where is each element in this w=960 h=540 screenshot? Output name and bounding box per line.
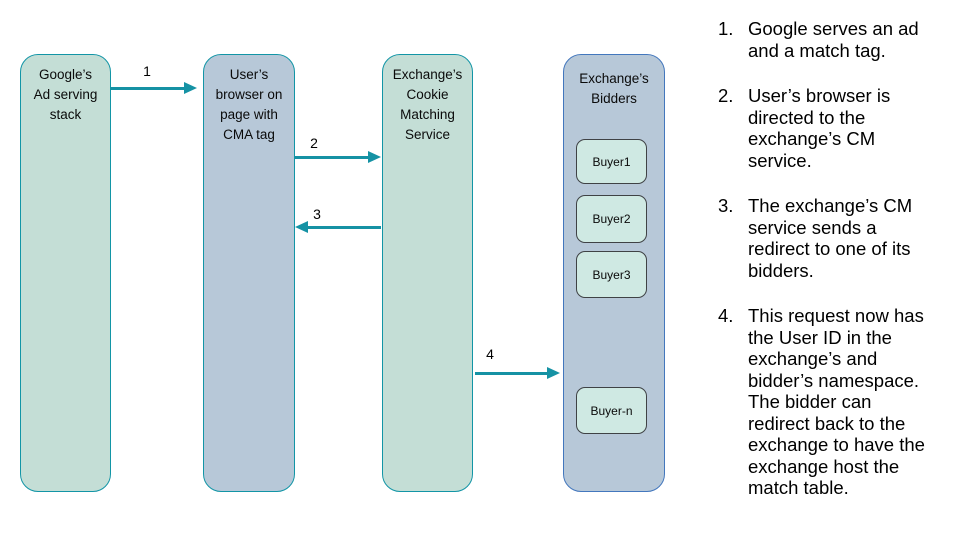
arrow-1-line	[111, 86, 186, 90]
buyer3-box: Buyer3	[576, 251, 647, 298]
buyer2-label: Buyer2	[592, 212, 631, 226]
google-ad-stack-box: Google’s Ad serving stack	[20, 54, 111, 492]
step-1-text: Google serves an ad and a match tag.	[748, 18, 919, 61]
buyer3-label: Buyer3	[592, 267, 631, 282]
step-3-number: 3.	[718, 195, 734, 216]
step-1-number: 1.	[718, 18, 734, 39]
step-4-text: This request now has the User ID in the …	[748, 305, 925, 498]
arrow-3-line	[306, 225, 381, 229]
buyer2-box: Buyer2	[576, 195, 647, 243]
arrow-4-head-icon	[547, 367, 560, 379]
step-3-text: The exchange’s CM service sends a redire…	[748, 195, 913, 281]
arrow-3-head-icon	[295, 221, 308, 233]
arrow-1-number: 1	[143, 63, 151, 79]
user-browser-box: User’s browser on page with CMA tag	[203, 54, 295, 492]
arrow-4	[475, 367, 560, 379]
step-4-number: 4.	[718, 305, 734, 326]
cookie-matching-service-label: Exchange’s Cookie Matching Service	[392, 67, 463, 142]
buyer-n-box: Buyer-n	[576, 387, 647, 434]
buyer-n-label: Buyer-n	[590, 403, 633, 418]
arrow-1	[111, 82, 197, 94]
arrow-1-head-icon	[184, 82, 197, 94]
step-item-4: 4. This request now has the User ID in t…	[711, 305, 943, 499]
buyer1-box: Buyer1	[576, 139, 647, 184]
arrow-3	[295, 221, 381, 233]
arrow-2-head-icon	[368, 151, 381, 163]
exchange-bidders-box: Exchange’s Bidders Buyer1 Buyer2 Buyer3 …	[563, 54, 665, 492]
cookie-matching-service-box: Exchange’s Cookie Matching Service	[382, 54, 473, 492]
exchange-bidders-label: Exchange’s Bidders	[579, 71, 649, 106]
step-item-1: 1. Google serves an ad and a match tag.	[711, 18, 943, 61]
google-ad-stack-label: Google’s Ad serving stack	[33, 67, 98, 122]
arrow-2	[295, 151, 381, 163]
steps-list: 1. Google serves an ad and a match tag. …	[711, 18, 943, 523]
arrow-2-line	[295, 155, 370, 159]
user-browser-label: User’s browser on page with CMA tag	[215, 67, 283, 142]
step-2-number: 2.	[718, 85, 734, 106]
buyer1-label: Buyer1	[592, 154, 631, 169]
step-2-text: User’s browser is directed to the exchan…	[748, 85, 891, 171]
arrow-2-number: 2	[310, 135, 318, 151]
arrow-4-number: 4	[486, 346, 494, 362]
arrow-3-number: 3	[313, 206, 321, 222]
step-item-2: 2. User’s browser is directed to the exc…	[711, 85, 943, 171]
arrow-4-line	[475, 371, 549, 375]
step-item-3: 3. The exchange’s CM service sends a red…	[711, 195, 943, 281]
